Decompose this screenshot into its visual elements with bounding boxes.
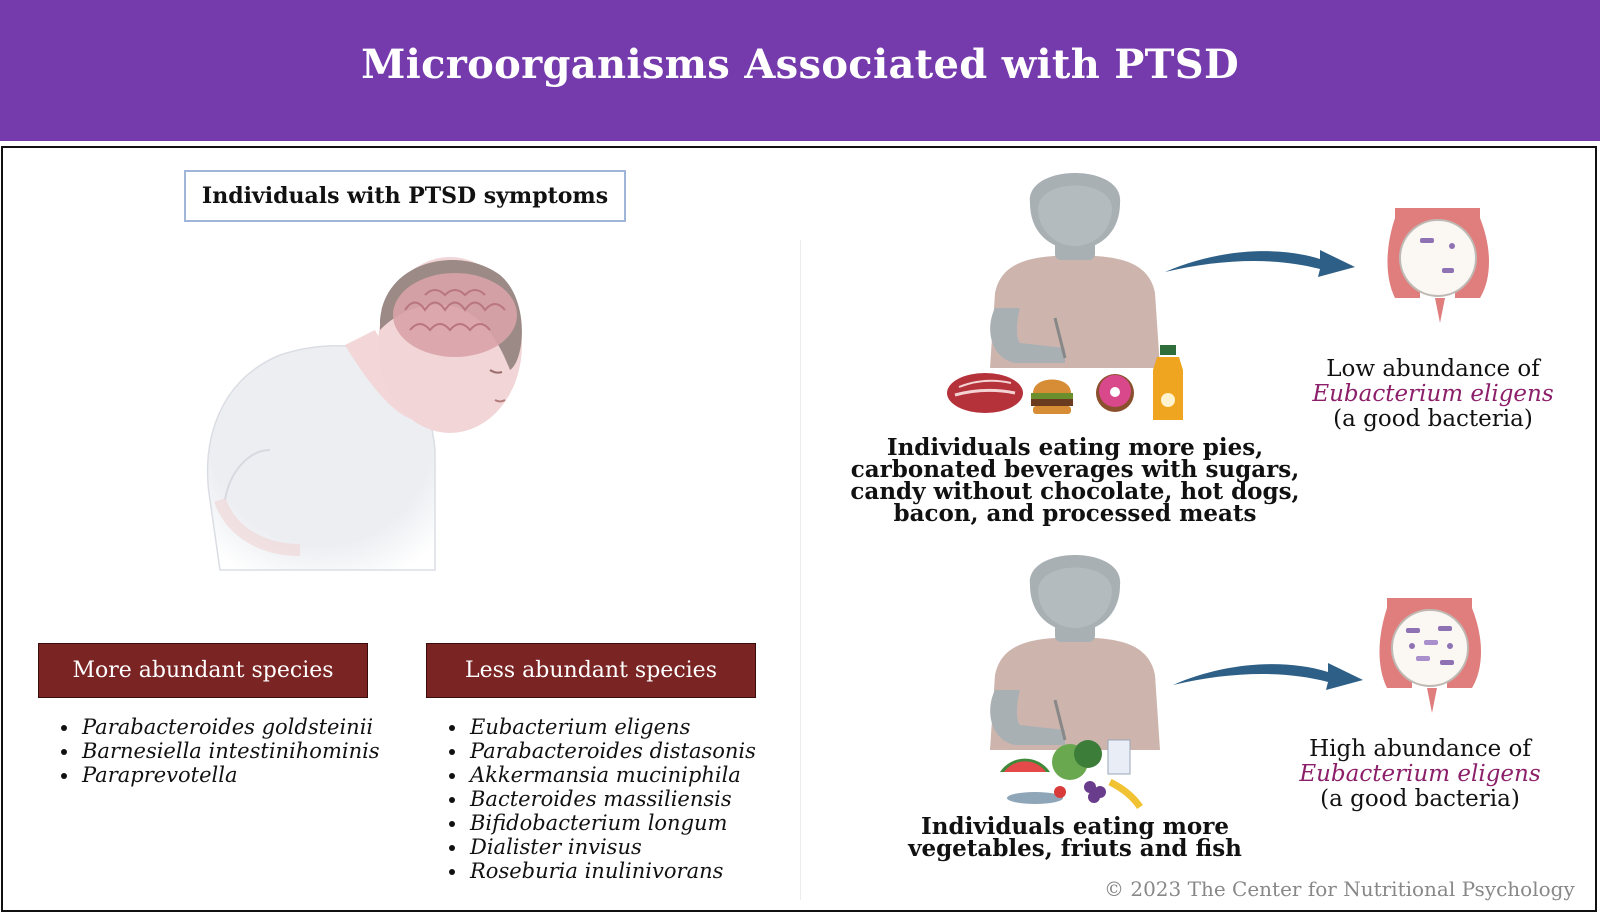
copyright-text: © 2023 The Center for Nutritional Psycho… bbox=[1104, 877, 1575, 901]
processed-food-icons bbox=[947, 345, 1183, 420]
list-item: Dialister invisus bbox=[468, 835, 756, 859]
healthy-diet-caption: Individuals eating more vegetables, friu… bbox=[908, 813, 1242, 862]
juice-bottle-icon bbox=[1153, 345, 1183, 420]
low-abundance-result: Low abundance of Eubacterium eligens (a … bbox=[1298, 357, 1568, 432]
list-item: Bacteroides massiliensis bbox=[468, 787, 756, 811]
ptsd-label-box: Individuals with PTSD symptoms bbox=[184, 170, 626, 222]
eating-person-icon bbox=[990, 555, 1160, 750]
list-item: Parabacteroides goldsteinii bbox=[80, 715, 380, 739]
result-suffix: (a good bacteria) bbox=[1320, 786, 1520, 812]
less-abundant-heading-label: Less abundant species bbox=[464, 658, 717, 683]
page-title: Microorganisms Associated with PTSD bbox=[361, 41, 1239, 88]
list-item: Akkermansia muciniphila bbox=[468, 763, 756, 787]
meat-icon bbox=[947, 373, 1023, 413]
list-item: Bifidobacterium longum bbox=[468, 811, 756, 835]
gut-microbiome-icon bbox=[1379, 598, 1481, 713]
more-abundant-heading-label: More abundant species bbox=[72, 658, 334, 683]
list-item: Barnesiella intestinihominis bbox=[80, 739, 380, 763]
ptsd-person-illustration bbox=[206, 257, 522, 571]
list-item: Parabacteroides distasonis bbox=[468, 739, 756, 763]
result-species: Eubacterium eligens bbox=[1312, 381, 1554, 407]
more-abundant-list: Parabacteroides goldsteinii Barnesiella … bbox=[56, 715, 380, 787]
curved-arrow-icon bbox=[1165, 250, 1355, 277]
list-item: Roseburia inulinivorans bbox=[468, 859, 756, 883]
gut-microbiome-icon bbox=[1387, 208, 1489, 323]
panel-divider bbox=[800, 240, 801, 900]
list-item: Eubacterium eligens bbox=[468, 715, 756, 739]
result-prefix: Low abundance of bbox=[1326, 356, 1540, 382]
brain-icon bbox=[393, 273, 517, 357]
donut-icon bbox=[1096, 374, 1134, 412]
ptsd-label: Individuals with PTSD symptoms bbox=[201, 183, 609, 209]
vegetables-fruit-fish-icon bbox=[1000, 739, 1143, 810]
result-suffix: (a good bacteria) bbox=[1333, 406, 1533, 432]
curved-arrow-icon bbox=[1173, 663, 1363, 690]
result-species: Eubacterium eligens bbox=[1299, 761, 1541, 787]
high-abundance-result: High abundance of Eubacterium eligens (a… bbox=[1285, 737, 1555, 812]
header-banner: Microorganisms Associated with PTSD bbox=[0, 0, 1600, 141]
burger-icon bbox=[1031, 379, 1073, 414]
list-item: Paraprevotella bbox=[80, 763, 380, 787]
more-abundant-heading: More abundant species bbox=[38, 643, 368, 698]
result-prefix: High abundance of bbox=[1309, 736, 1531, 762]
less-abundant-list: Eubacterium eligens Parabacteroides dist… bbox=[444, 715, 756, 883]
processed-diet-caption: Individuals eating more pies, carbonated… bbox=[850, 434, 1300, 527]
less-abundant-heading: Less abundant species bbox=[426, 643, 756, 698]
eating-person-icon bbox=[990, 173, 1160, 368]
